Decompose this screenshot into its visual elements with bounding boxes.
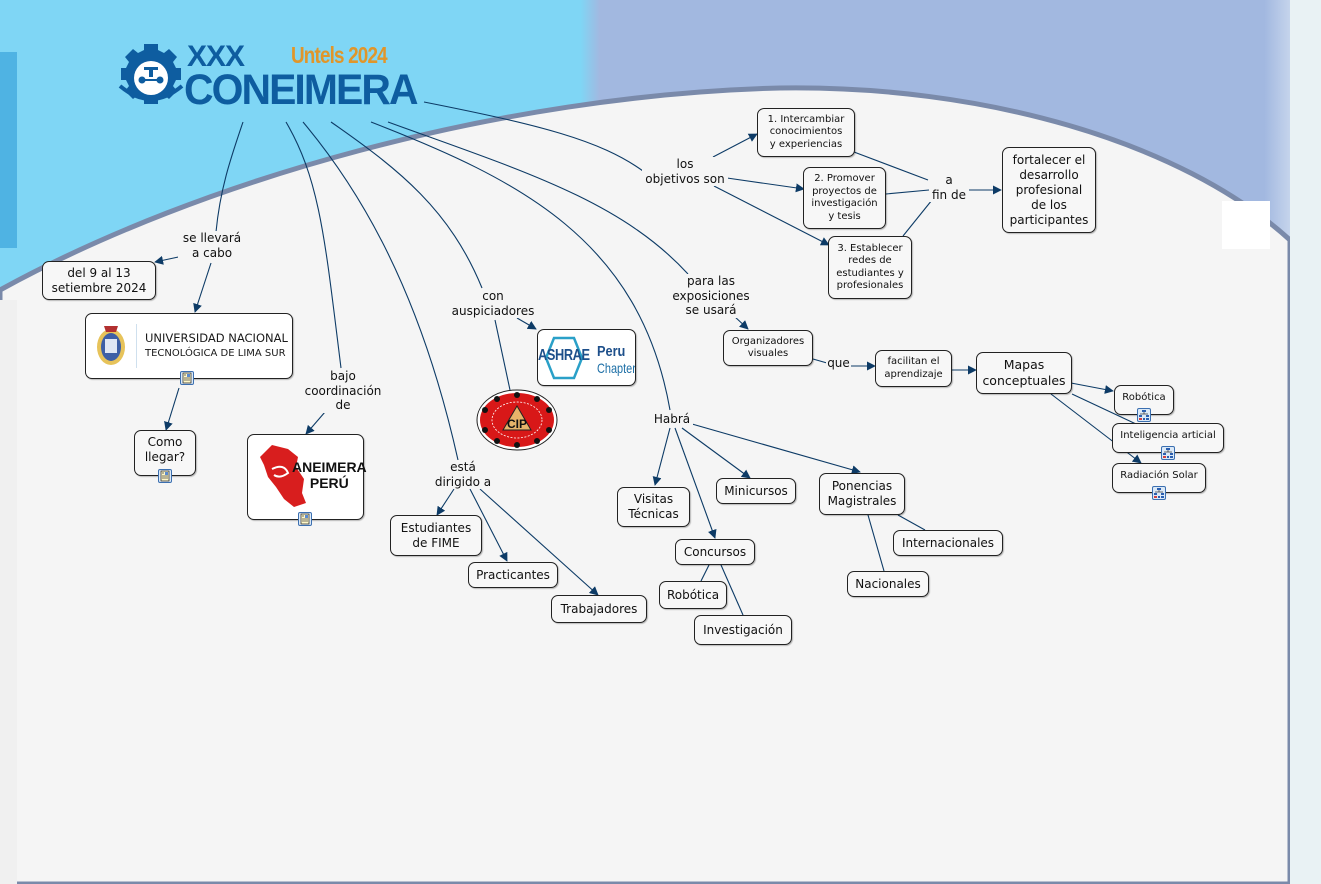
node-objetivo-1-text: 1. Intercambiar conocimientos y experien…: [767, 113, 845, 150]
node-objetivo-1[interactable]: 1. Intercambiar conocimientos y experien…: [757, 108, 855, 157]
untels-crest-icon: [97, 326, 125, 365]
node-como-llegar-text: Como llegar?: [144, 435, 186, 464]
node-minicursos-text: Minicursos: [724, 483, 788, 498]
node-visitas-text: Visitas Técnicas: [628, 492, 679, 521]
node-nacionales[interactable]: Nacionales: [847, 571, 929, 597]
node-mapas[interactable]: Mapas conceptuales: [976, 352, 1072, 394]
concept-map-canvas: XXX Untels 2024 CONEIMERA: [0, 0, 1290, 884]
svg-text:CIP: CIP: [507, 417, 527, 431]
node-investigacion[interactable]: Investigación: [694, 615, 792, 645]
node-organizadores[interactable]: Organizadores visuales: [723, 330, 813, 366]
image-document-icon[interactable]: [158, 469, 172, 483]
node-objetivo-2-text: 2. Promover proyectos de investigación y…: [811, 173, 878, 222]
node-fecha-text: del 9 al 13 setiembre 2024: [51, 265, 147, 295]
node-internacionales-text: Internacionales: [901, 535, 995, 550]
node-universidad[interactable]: UNIVERSIDAD NACIONAL TECNOLÓGICA DE LIMA…: [85, 313, 293, 379]
node-nacionales-text: Nacionales: [855, 576, 921, 591]
node-inteligencia-text: Inteligencia articial: [1120, 429, 1216, 441]
node-objetivo-2[interactable]: 2. Promover proyectos de investigación y…: [803, 167, 886, 229]
node-organizadores-text: Organizadores visuales: [731, 335, 805, 360]
left-side-tab: [0, 52, 17, 248]
logo-title: CONEIMERA: [184, 66, 418, 114]
link-para-exposiciones: para las exposiciones se usará: [668, 274, 754, 318]
header-arc: [0, 85, 1290, 884]
node-ashrae[interactable]: ASHRAE Peru Chapter: [537, 329, 636, 386]
node-concursos-text: Concursos: [683, 544, 747, 559]
node-practicantes[interactable]: Practicantes: [468, 562, 558, 588]
node-trabajadores-text: Trabajadores: [560, 601, 638, 616]
concept-map-icon[interactable]: [1152, 486, 1166, 500]
node-minicursos[interactable]: Minicursos: [716, 478, 796, 504]
node-robotica-mapa-text: Robótica: [1122, 391, 1166, 403]
node-cip-logo[interactable]: CIP: [475, 388, 559, 452]
node-fortalecer-text: fortalecer el desarrollo profesional de …: [1009, 152, 1089, 227]
logo-edition: Untels 2024: [291, 42, 388, 68]
link-los-objetivos: los objetivos son: [642, 157, 728, 187]
ashrae-peru: Peru: [597, 343, 626, 360]
node-facilitan[interactable]: facilitan el aprendizaje: [875, 350, 952, 387]
aneimera-line2: PERÚ: [309, 475, 349, 492]
concept-map-icon[interactable]: [1137, 408, 1151, 422]
node-objetivo-3-text: 3. Establecer redes de estudiantes y pro…: [836, 242, 904, 292]
node-ponencias-text: Ponencias Magistrales: [827, 479, 897, 508]
node-mapas-text: Mapas conceptuales: [982, 357, 1066, 388]
node-ponencias[interactable]: Ponencias Magistrales: [819, 473, 905, 515]
ashrae-chapter: Chapter: [597, 360, 636, 376]
node-fecha[interactable]: del 9 al 13 setiembre 2024: [42, 261, 156, 300]
gear-logo-icon: [118, 44, 184, 104]
node-internacionales[interactable]: Internacionales: [893, 530, 1003, 556]
link-esta-dirigido: está dirigido a: [428, 460, 498, 490]
node-investigacion-text: Investigación: [703, 622, 783, 637]
ashrae-wordmark: ASHRAE: [538, 347, 590, 364]
node-robotica-concurso[interactable]: Robótica: [659, 581, 727, 609]
universidad-name-line2: TECNOLÓGICA DE LIMA SUR: [145, 348, 286, 359]
link-se-llevara: se llevará a cabo: [178, 231, 246, 261]
logo-prefix: XXX: [187, 40, 245, 73]
link-que: que: [826, 356, 851, 371]
link-habra: Habrá: [651, 412, 693, 427]
node-objetivo-3[interactable]: 3. Establecer redes de estudiantes y pro…: [828, 236, 912, 299]
node-robotica-concurso-text: Robótica: [666, 587, 720, 602]
aneimera-line1: ANEIMERA: [292, 459, 367, 475]
concept-map-icon[interactable]: [1161, 446, 1175, 460]
blank-panel: [1222, 201, 1270, 249]
link-con-auspiciadores: con auspiciadores: [450, 289, 536, 319]
image-document-icon[interactable]: [298, 512, 312, 526]
node-fortalecer[interactable]: fortalecer el desarrollo profesional de …: [1002, 147, 1096, 233]
node-practicantes-text: Practicantes: [476, 567, 550, 582]
node-facilitan-text: facilitan el aprendizaje: [884, 356, 943, 380]
node-estudiantes[interactable]: Estudiantes de FIME: [390, 515, 482, 556]
left-gutter: [0, 300, 17, 884]
image-document-icon[interactable]: [180, 371, 194, 385]
node-concursos[interactable]: Concursos: [675, 539, 755, 565]
ashrae-hexagon-icon: [544, 336, 584, 380]
peru-map-icon: [260, 445, 306, 507]
link-a-fin-de: a fin de: [929, 173, 969, 203]
node-como-llegar[interactable]: Como llegar?: [134, 430, 196, 476]
node-aneimera[interactable]: ANEIMERA PERÚ: [247, 434, 367, 520]
link-bajo-coordinacion: bajo coordinación de: [298, 369, 388, 413]
node-trabajadores[interactable]: Trabajadores: [551, 595, 647, 623]
logo-divider: [136, 324, 137, 368]
node-radiacion-text: Radiación Solar: [1120, 469, 1198, 481]
node-visitas[interactable]: Visitas Técnicas: [617, 487, 690, 527]
universidad-name-line1: UNIVERSIDAD NACIONAL: [145, 331, 288, 346]
node-estudiantes-text: Estudiantes de FIME: [400, 520, 472, 550]
